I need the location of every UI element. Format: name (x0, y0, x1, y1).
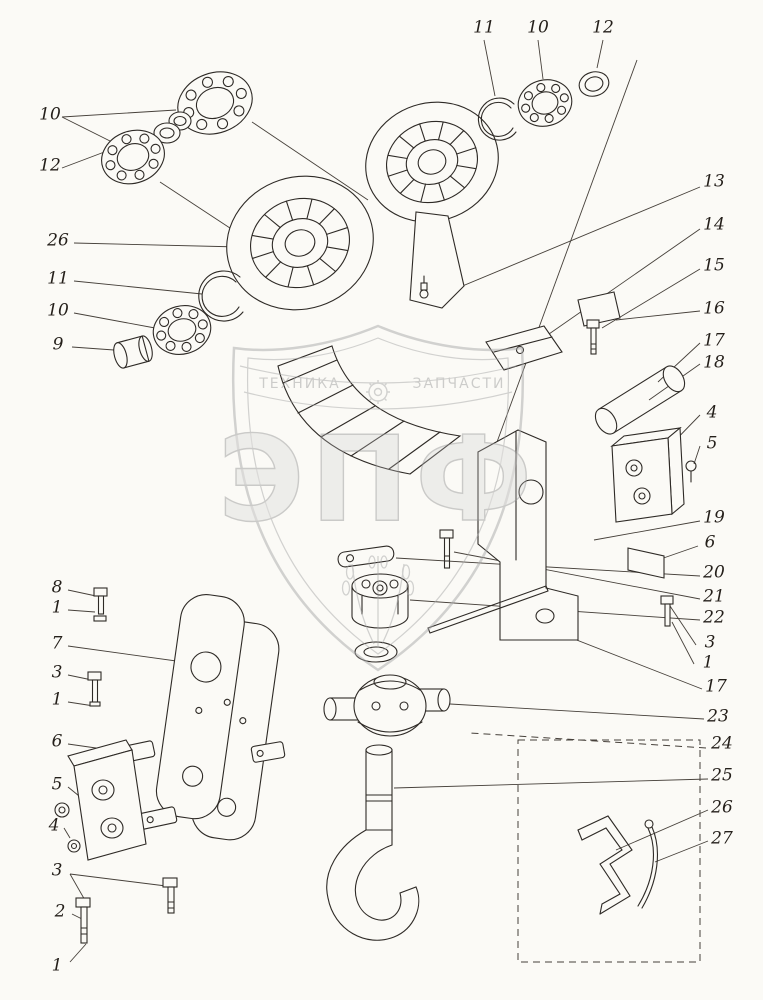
watermark: ТЕХНИКА ЗАПЧАСТИ ЭПФ (217, 324, 538, 672)
callout-1: 1 (51, 955, 63, 976)
dashed-frame (469, 732, 707, 963)
callout-3: 3 (51, 662, 63, 683)
washer (54, 802, 70, 818)
bearing-mid (152, 305, 212, 355)
bolt (664, 603, 671, 627)
callout-19: 19 (703, 507, 725, 528)
callout-27: 27 (711, 828, 733, 849)
trunnion-block (54, 739, 147, 861)
callout-12: 12 (592, 17, 614, 38)
adjusting-nut (351, 573, 409, 629)
saddle-strap (277, 345, 462, 475)
callout-10: 10 (39, 104, 61, 125)
gear-icon (366, 380, 390, 404)
bearing-top-right (517, 79, 573, 127)
callout-3: 3 (704, 632, 716, 653)
shim-bar (337, 545, 395, 568)
callout-24: 24 (711, 733, 733, 754)
callout-1: 1 (51, 597, 63, 618)
bolt-2b (162, 877, 178, 914)
callout-25: 25 (711, 765, 733, 786)
sheave-flange (409, 211, 465, 309)
callout-22: 22 (703, 607, 725, 628)
wheat-icon (341, 555, 415, 648)
callout-21: 21 (703, 586, 725, 607)
bolt-8 (93, 587, 108, 622)
sheave-rear (365, 101, 499, 223)
watermark-right-text: ЗАПЧАСТИ (412, 376, 505, 392)
callout-4: 4 (48, 815, 60, 836)
callout-8: 8 (51, 577, 63, 598)
callout-7: 7 (51, 633, 63, 654)
support-bracket (477, 429, 579, 641)
hook-crosshead (323, 674, 451, 737)
callout-26: 26 (47, 230, 69, 251)
watermark-left-text: ТЕХНИКА (258, 376, 341, 392)
retainer-ring (578, 71, 610, 97)
shim-plate-2 (138, 806, 178, 830)
crane-hook (326, 744, 420, 941)
callout-17: 17 (703, 330, 725, 351)
callout-9: 9 (52, 334, 64, 355)
callout-5: 5 (51, 774, 63, 795)
callout-20: 20 (703, 562, 725, 583)
callout-12: 12 (39, 155, 61, 176)
bolt-2 (75, 897, 91, 944)
callout-3: 3 (51, 860, 63, 881)
mount-plate-bolt (577, 291, 621, 355)
snap-ring-mid (198, 270, 244, 322)
bolt-21 (439, 529, 454, 569)
callout-16: 16 (703, 298, 725, 319)
callout-11: 11 (473, 17, 495, 38)
shim-plate-3 (250, 741, 286, 763)
bolt-3a (87, 671, 102, 707)
tie-rod (427, 585, 549, 634)
bearing-top-2 (101, 129, 165, 185)
callout-4: 4 (706, 402, 718, 423)
callout-6: 6 (704, 532, 716, 553)
roller-pin (594, 365, 686, 435)
cheek-plates (155, 594, 280, 841)
callout-1: 1 (702, 652, 714, 673)
callout-15: 15 (703, 255, 725, 276)
spacer-washers (153, 111, 192, 144)
watermark-logo-text: ЭПФ (218, 410, 538, 548)
callout-14: 14 (703, 214, 725, 235)
latch-wire (637, 819, 658, 909)
callout-17: 17 (705, 676, 727, 697)
sheave-front (226, 175, 374, 311)
callout-23: 23 (707, 706, 729, 727)
callout-10: 10 (47, 300, 69, 321)
washer (67, 839, 81, 853)
bearing-top-1 (177, 71, 253, 135)
callout-13: 13 (703, 171, 725, 192)
bushing (113, 335, 153, 369)
callout-6: 6 (51, 731, 63, 752)
callout-26: 26 (711, 797, 733, 818)
pin (685, 460, 697, 472)
callout-2: 2 (54, 901, 66, 922)
callout-10: 10 (527, 17, 549, 38)
callout-1: 1 (51, 689, 63, 710)
callout-5: 5 (706, 433, 718, 454)
callout-18: 18 (703, 352, 725, 373)
safety-latch (577, 815, 633, 915)
callout-11: 11 (47, 268, 69, 289)
spacer-block (610, 426, 697, 523)
snap-ring-top (477, 97, 517, 141)
foot-angle (627, 547, 674, 627)
